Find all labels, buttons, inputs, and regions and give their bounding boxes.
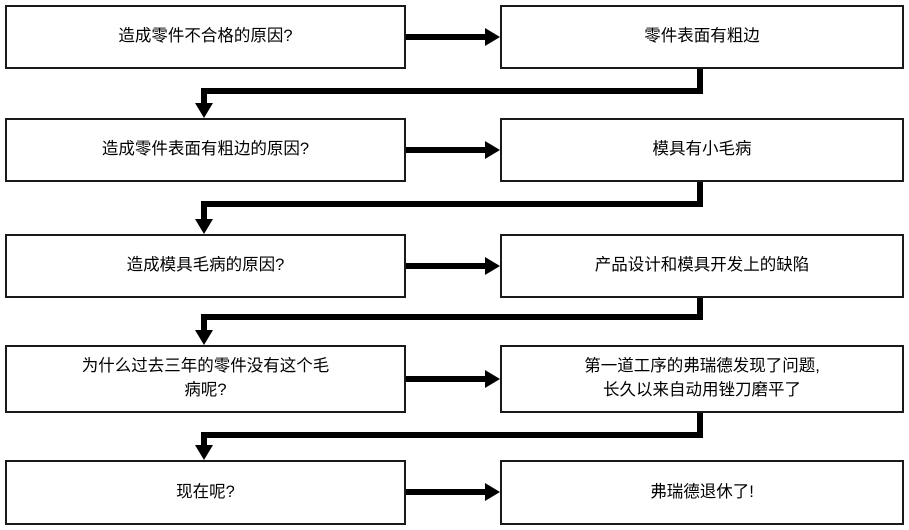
answer-node-3[interactable]: 产品设计和模具开发上的缺陷	[500, 234, 904, 298]
question-node-3[interactable]: 造成模具毛病的原因?	[5, 234, 406, 298]
answer-node-2[interactable]: 模具有小毛病	[500, 118, 904, 182]
arrow-shaft	[406, 489, 485, 495]
answer-node-4[interactable]: 第一道工序的弗瑞德发现了问题, 长久以来自动用锉刀磨平了	[500, 345, 904, 413]
arrow-right-icon	[485, 257, 500, 275]
feedback-segment-vertical-right	[697, 413, 703, 438]
feedback-segment-horizontal	[201, 314, 703, 320]
arrow-shaft	[406, 263, 485, 269]
feedback-segment-vertical-left	[201, 432, 207, 445]
arrow-down-icon	[195, 103, 213, 118]
question-node-2[interactable]: 造成零件表面有粗边的原因?	[5, 118, 406, 182]
arrow-down-icon	[195, 330, 213, 345]
arrow-shaft	[406, 34, 485, 40]
feedback-segment-vertical-right	[697, 298, 703, 320]
feedback-segment-vertical-left	[201, 314, 207, 330]
feedback-segment-vertical-left	[201, 88, 207, 105]
question-node-5[interactable]: 现在呢?	[5, 460, 406, 525]
arrow-right-icon	[485, 28, 500, 46]
arrow-shaft	[406, 376, 485, 382]
arrow-down-icon	[195, 219, 213, 234]
arrow-shaft	[406, 147, 485, 153]
feedback-segment-vertical-right	[697, 182, 703, 207]
question-node-4[interactable]: 为什么过去三年的零件没有这个毛 病呢?	[5, 345, 406, 413]
feedback-segment-vertical-right	[697, 69, 703, 94]
feedback-segment-horizontal	[201, 88, 703, 94]
arrow-down-icon	[195, 445, 213, 460]
arrow-right-icon	[485, 483, 500, 501]
answer-node-5[interactable]: 弗瑞德退休了!	[500, 460, 904, 525]
feedback-segment-vertical-left	[201, 201, 207, 219]
arrow-right-icon	[485, 370, 500, 388]
feedback-segment-horizontal	[201, 432, 703, 438]
feedback-segment-horizontal	[201, 201, 703, 207]
question-node-1[interactable]: 造成零件不合格的原因?	[5, 5, 406, 69]
arrow-right-icon	[485, 141, 500, 159]
answer-node-1[interactable]: 零件表面有粗边	[500, 5, 904, 69]
